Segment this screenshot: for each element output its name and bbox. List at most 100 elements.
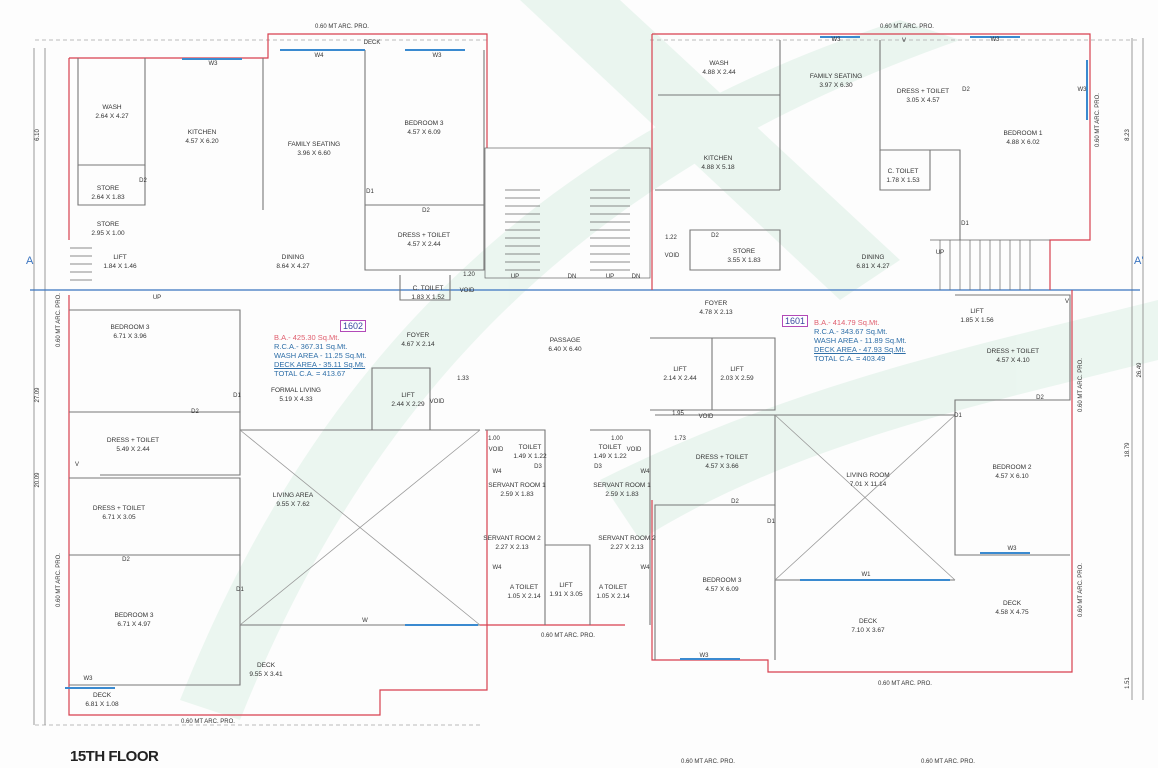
- window-label: W3: [432, 53, 442, 59]
- deck-area: DECK AREA - 47.93 Sq.Mt.: [814, 345, 906, 354]
- window-label: W3: [1077, 87, 1087, 93]
- stair-down-label: DN: [631, 274, 641, 280]
- dimension-lines: [33, 38, 1144, 725]
- deck-label: DECK: [363, 40, 381, 46]
- windows: [65, 36, 1088, 689]
- stair-down-label: DN: [567, 274, 577, 280]
- dimension-label: 6.10: [35, 129, 41, 141]
- dimension-label: 1.33: [457, 376, 469, 382]
- stair-up-label: UP: [605, 274, 615, 280]
- unit-number-badge: 1601: [782, 315, 809, 327]
- total-carpet-area: TOTAL C.A. = 413.67: [274, 369, 346, 378]
- window-label: W3: [699, 653, 709, 659]
- ventilator-label: V: [74, 462, 80, 468]
- window-label: W3: [831, 37, 841, 43]
- window-label: W3: [1007, 546, 1017, 552]
- dimension-label: 1.00: [611, 436, 623, 442]
- door-label: D1: [236, 587, 244, 593]
- door-label: D1: [233, 393, 241, 399]
- wash-area: WASH AREA - 11.89 Sq.Mt.: [814, 336, 907, 345]
- unit-area-summary: B.A.- 425.30 Sq.Mt. R.C.A.- 367.31 Sq.Mt…: [274, 333, 367, 378]
- site-boundary: [35, 39, 1140, 726]
- staircases: [70, 147, 1050, 290]
- void-label: VOID: [429, 399, 445, 405]
- arc-pro-label: 0.60 MT ARC. PRO.: [1078, 563, 1084, 617]
- arc-pro-label: 0.60 MT ARC. PRO.: [878, 681, 932, 687]
- door-label: D2: [962, 87, 970, 93]
- ventilator-label: V: [1064, 299, 1070, 305]
- door-label: D2: [731, 499, 739, 505]
- rera-carpet-area: R.C.A.- 367.31 Sq.Mt.: [274, 342, 348, 351]
- stair-up-label: UP: [152, 295, 162, 301]
- arc-pro-label: 0.60 MT ARC. PRO.: [681, 759, 735, 765]
- void-label: VOID: [459, 288, 475, 294]
- unit-area-summary: B.A.- 414.79 Sq.Mt. R.C.A.- 343.67 Sq.Mt…: [814, 318, 907, 363]
- window-label: W3: [83, 676, 93, 682]
- dimension-label: 1.51: [1125, 677, 1131, 689]
- deck-area: DECK AREA - 35.11 Sq.Mt.: [274, 360, 366, 369]
- section-mark-a-prime: A': [1134, 255, 1144, 267]
- door-label: D2: [191, 409, 199, 415]
- arc-pro-label: 0.60 MT ARC. PRO.: [56, 293, 62, 347]
- door-label: D1: [954, 413, 962, 419]
- rera-carpet-area: R.C.A.- 343.67 Sq.Mt.: [814, 327, 888, 336]
- built-up-area: B.A.- 414.79 Sq.Mt.: [814, 318, 880, 327]
- open-to-sky-crosses: [239, 414, 956, 626]
- dimension-label: 1.20: [463, 272, 475, 278]
- window-label: W4: [492, 565, 502, 571]
- arc-pro-label: 0.60 MT ARC. PRO.: [921, 759, 975, 765]
- window-label: W1: [861, 572, 871, 578]
- dimension-label: 26.49: [1137, 362, 1143, 378]
- window-label: W4: [314, 53, 324, 59]
- dimension-label: 8.23: [1125, 129, 1131, 141]
- door-label: D1: [366, 189, 374, 195]
- void-label: VOID: [488, 447, 504, 453]
- door-label: D2: [1036, 395, 1044, 401]
- void-label: VOID: [664, 253, 680, 259]
- stair-up-label: UP: [935, 250, 945, 256]
- dimension-label: 1.00: [488, 436, 500, 442]
- void-label: VOID: [698, 414, 714, 420]
- arc-pro-label: 0.60 MT ARC. PRO.: [315, 24, 369, 30]
- void-label: VOID: [626, 447, 642, 453]
- interior-walls: [69, 40, 1071, 686]
- wash-area: WASH AREA - 11.25 Sq.Mt.: [274, 351, 367, 360]
- dimension-label: 1.95: [672, 411, 684, 417]
- arc-pro-label: 0.60 MT ARC. PRO.: [1078, 358, 1084, 412]
- arc-pro-label: 0.60 MT ARC. PRO.: [1095, 93, 1101, 147]
- window-label: W: [362, 618, 368, 624]
- arc-pro-label: 0.60 MT ARC. PRO.: [880, 24, 934, 30]
- dimension-label: 20.09: [35, 472, 41, 488]
- door-label: D1: [961, 221, 969, 227]
- window-label: W3: [990, 37, 1000, 43]
